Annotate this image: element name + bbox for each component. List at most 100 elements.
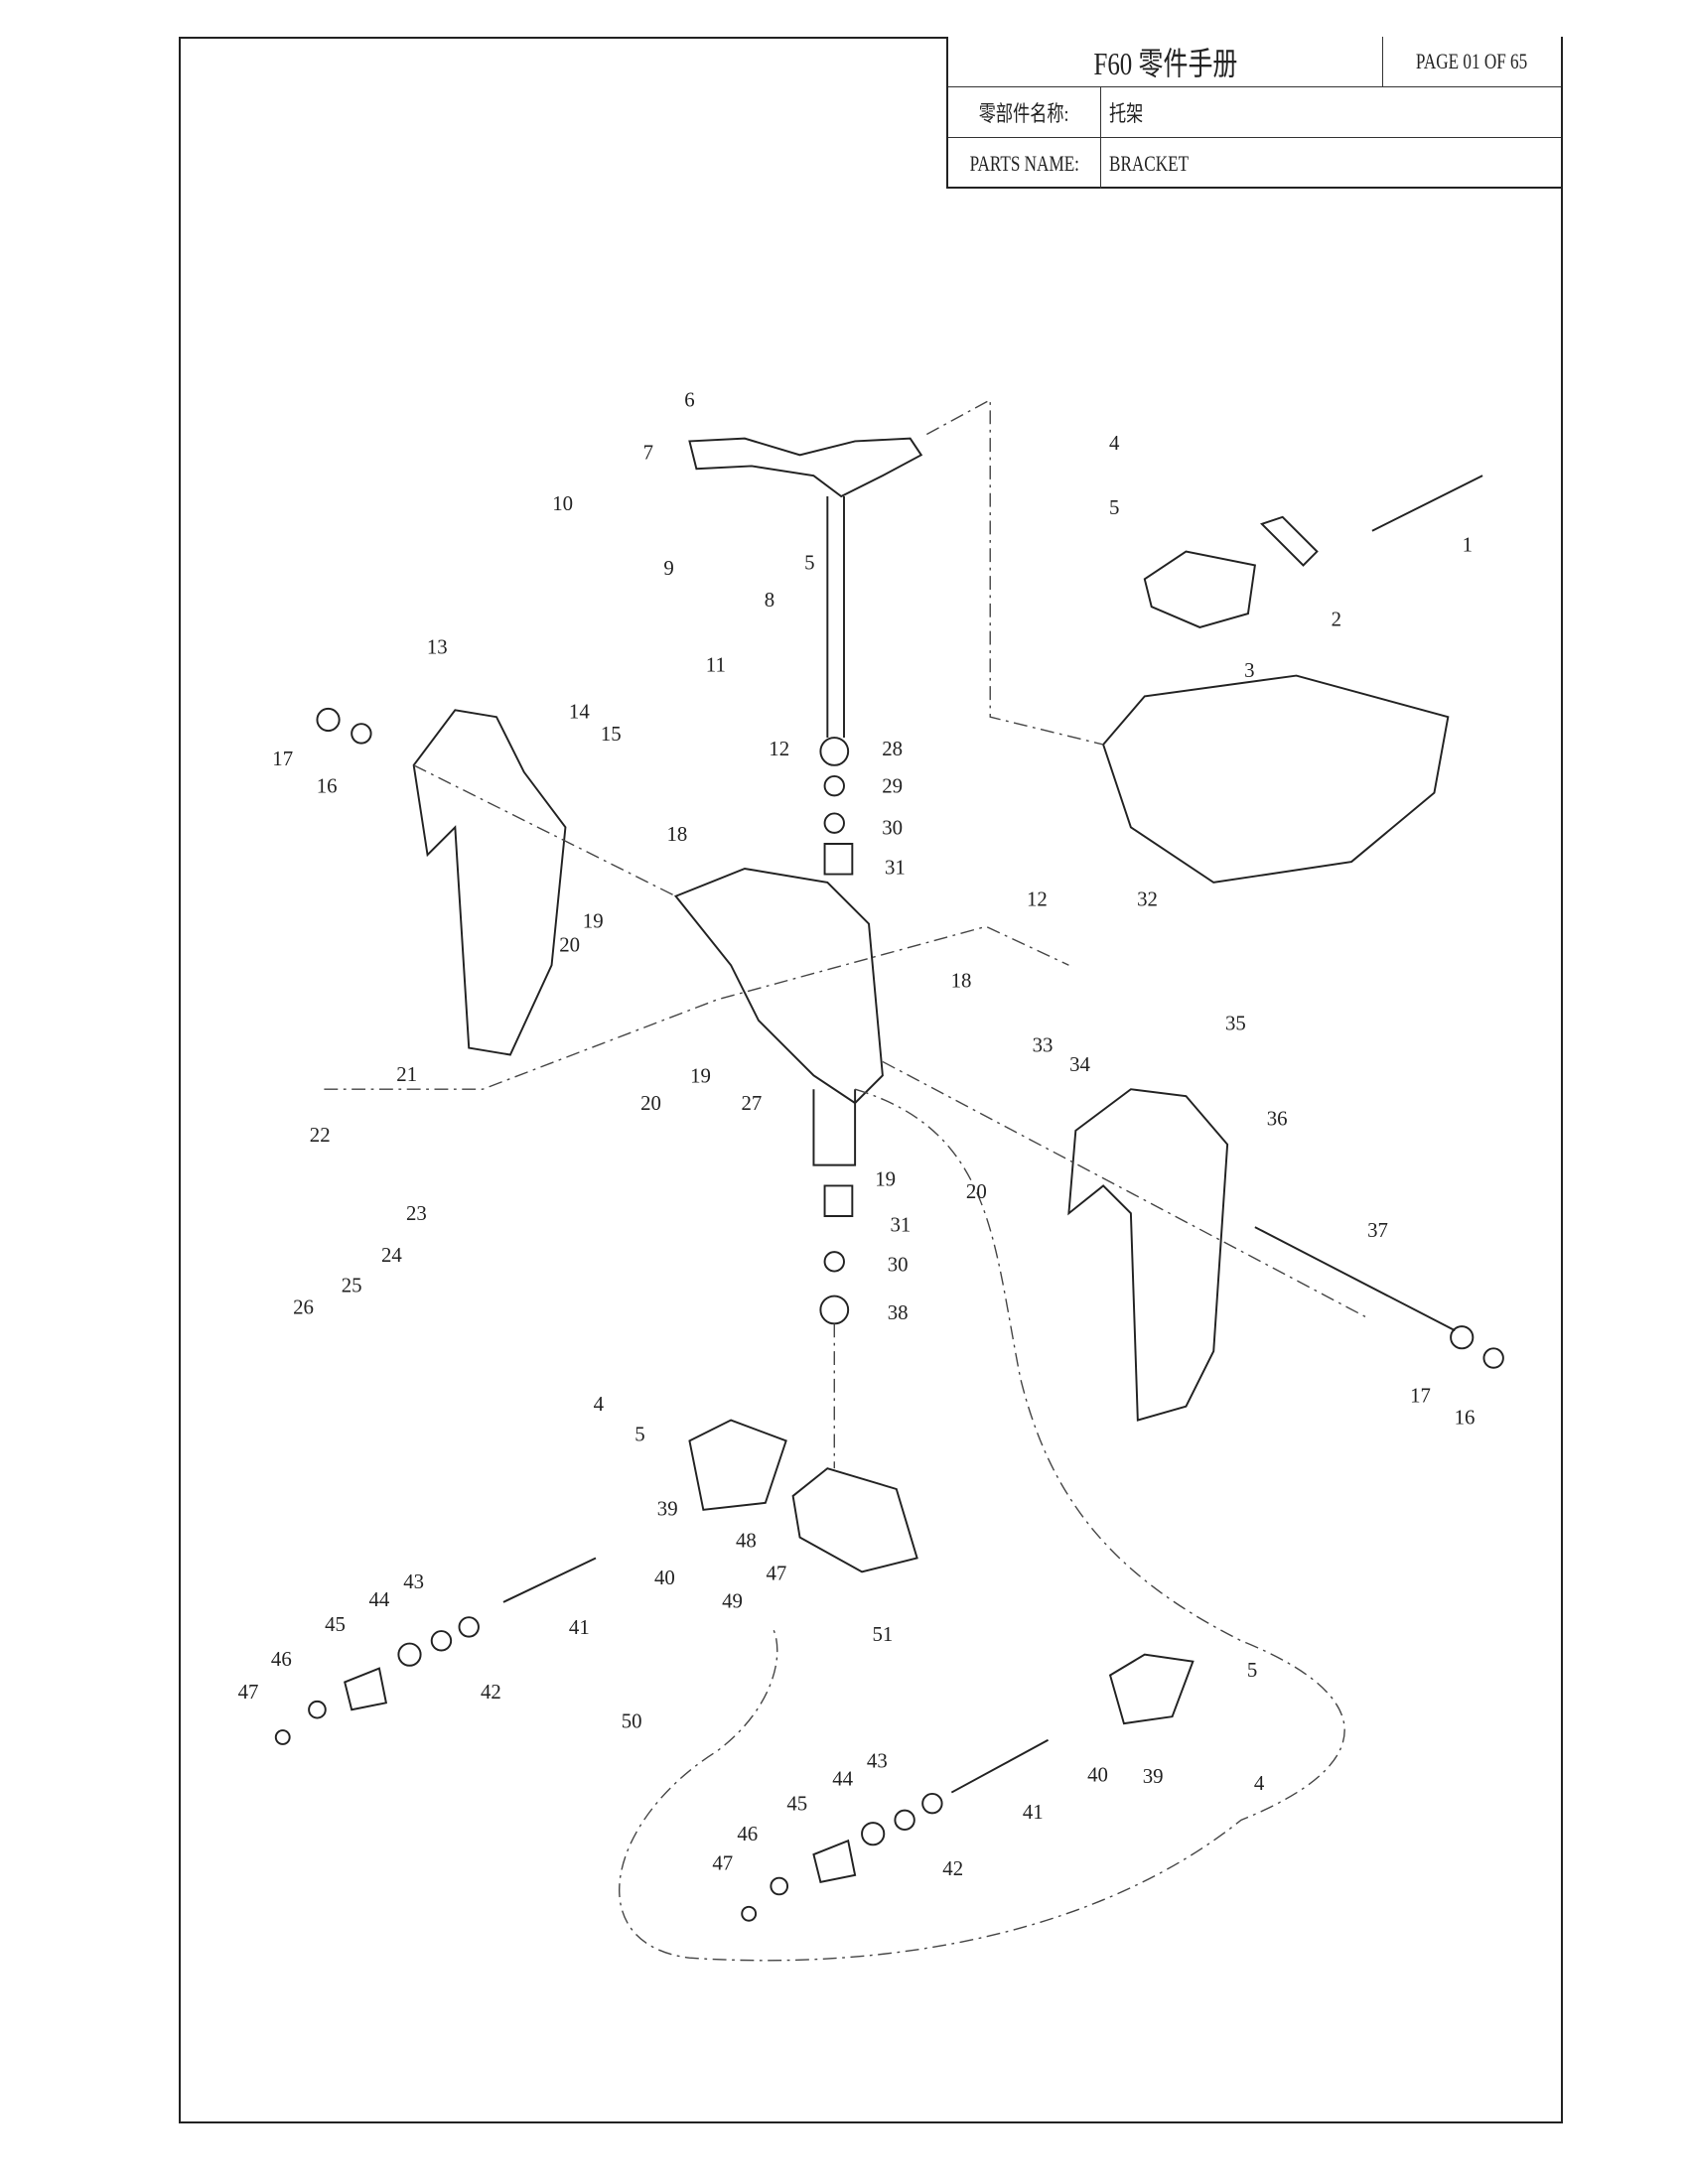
part-callout-39: 39: [657, 1496, 678, 1520]
part-name-en-text: BRACKET: [1109, 150, 1190, 176]
part-callout-16: 16: [317, 774, 338, 798]
bolt-41-left: [502, 1557, 597, 1603]
part-callout-30: 30: [888, 1253, 909, 1277]
part-callout-45: 45: [786, 1792, 807, 1816]
lower-mount-housing: [791, 1467, 918, 1573]
part-callout-24: 24: [381, 1243, 402, 1267]
tilt-tube: [812, 1089, 857, 1166]
part-callout-25: 25: [342, 1273, 362, 1297]
part-name-cn-text: 托架: [1109, 101, 1144, 126]
part-callout-4: 4: [1109, 431, 1120, 455]
mount-cover-39-left: [688, 1419, 787, 1511]
part-callout-41: 41: [569, 1615, 590, 1639]
manual-title: F60 零件手册: [948, 37, 1383, 86]
part-callout-7: 7: [643, 440, 653, 464]
part-callout-45: 45: [325, 1612, 346, 1636]
part-callout-34: 34: [1069, 1052, 1090, 1076]
part-callout-31: 31: [891, 1212, 912, 1236]
part-callout-1: 1: [1463, 533, 1473, 557]
part-callout-27: 27: [742, 1091, 763, 1115]
centerline: [324, 925, 1069, 1090]
part-callout-44: 44: [369, 1587, 390, 1611]
part-callout-10: 10: [552, 491, 573, 515]
part-callout-43: 43: [867, 1749, 888, 1773]
bolt-41-right: [950, 1738, 1050, 1794]
title-block: F60 零件手册 PAGE 01 OF 65 零部件名称: 托架 PARTS N…: [946, 37, 1563, 189]
part-callout-26: 26: [293, 1296, 314, 1319]
part-callout-5: 5: [1109, 495, 1119, 519]
swivel-bracket: [673, 867, 884, 1105]
part-callout-49: 49: [722, 1588, 743, 1612]
part-callout-47: 47: [767, 1562, 787, 1585]
part-callout-16: 16: [1455, 1406, 1476, 1430]
page-indicator: PAGE 01 OF 65: [1383, 37, 1561, 86]
part-callout-17: 17: [272, 747, 293, 770]
part-callout-18: 18: [667, 822, 688, 846]
part-callout-37: 37: [1367, 1218, 1388, 1242]
part-callout-30: 30: [882, 815, 903, 839]
page-border: [179, 37, 1563, 2123]
part-callout-19: 19: [690, 1063, 711, 1087]
part-callout-40: 40: [1087, 1762, 1108, 1786]
part-callout-46: 46: [737, 1822, 758, 1845]
clamp-bracket-right: [1067, 1088, 1229, 1422]
part-callout-23: 23: [406, 1201, 427, 1225]
page-indicator-text: PAGE 01 OF 65: [1416, 49, 1528, 73]
part-callout-5: 5: [804, 551, 814, 575]
part-callout-44: 44: [832, 1767, 853, 1791]
part-callout-2: 2: [1332, 608, 1341, 631]
part-callout-47: 47: [238, 1680, 259, 1704]
centerline: [926, 398, 1104, 746]
part-callout-38: 38: [888, 1300, 909, 1324]
part-callout-43: 43: [403, 1570, 424, 1593]
part-callout-14: 14: [569, 700, 590, 724]
part-name-en: BRACKET: [1101, 138, 1561, 189]
part-callout-35: 35: [1225, 1012, 1246, 1035]
part-callout-12: 12: [769, 737, 789, 760]
steering-arm: [688, 437, 923, 498]
part-callout-22: 22: [310, 1123, 331, 1147]
centerline: [413, 764, 676, 897]
part-callout-3: 3: [1244, 658, 1254, 682]
part-callout-39: 39: [1143, 1764, 1164, 1788]
part-callout-15: 15: [601, 722, 622, 746]
part-callout-20: 20: [966, 1179, 987, 1203]
part-name-cn-label: 零部件名称:: [948, 87, 1101, 137]
manual-title-text: F60 零件手册: [1093, 46, 1237, 81]
lower-cowling-mount: [1102, 674, 1450, 884]
mount-cover-39-right: [1108, 1653, 1195, 1725]
part-callout-4: 4: [1254, 1771, 1265, 1795]
part-name-cn: 托架: [1101, 87, 1561, 137]
part-callout-5: 5: [634, 1422, 644, 1445]
part-callout-48: 48: [736, 1528, 757, 1552]
part-callout-4: 4: [594, 1392, 605, 1416]
bolt-1: [1371, 475, 1483, 532]
part-callout-42: 42: [942, 1856, 963, 1880]
part-callout-36: 36: [1267, 1106, 1288, 1130]
mount-bracket-3: [1143, 550, 1256, 628]
part-callout-33: 33: [1033, 1033, 1054, 1057]
part-callout-20: 20: [640, 1091, 661, 1115]
part-name-en-label: PARTS NAME:: [948, 138, 1101, 189]
rubber-mount-45-right: [812, 1839, 857, 1883]
part-callout-40: 40: [654, 1566, 675, 1589]
part-callout-20: 20: [559, 932, 580, 956]
part-name-en-label-text: PARTS NAME:: [969, 150, 1079, 176]
plate-2: [1260, 515, 1319, 567]
part-callout-47: 47: [712, 1850, 733, 1874]
part-callout-11: 11: [706, 652, 726, 676]
part-callout-51: 51: [872, 1622, 893, 1646]
part-callout-46: 46: [271, 1647, 292, 1671]
part-callout-28: 28: [882, 737, 903, 760]
rubber-mount-45-left: [344, 1667, 388, 1711]
part-callout-17: 17: [1410, 1384, 1431, 1408]
part-callout-50: 50: [622, 1708, 642, 1732]
part-callout-42: 42: [481, 1680, 501, 1704]
part-callout-18: 18: [951, 968, 972, 992]
part-callout-8: 8: [765, 588, 774, 612]
through-bolt-37: [1254, 1226, 1456, 1332]
steering-shaft: [826, 496, 845, 739]
part-name-cn-label-text: 零部件名称:: [979, 101, 1069, 126]
part-callout-19: 19: [583, 909, 604, 933]
